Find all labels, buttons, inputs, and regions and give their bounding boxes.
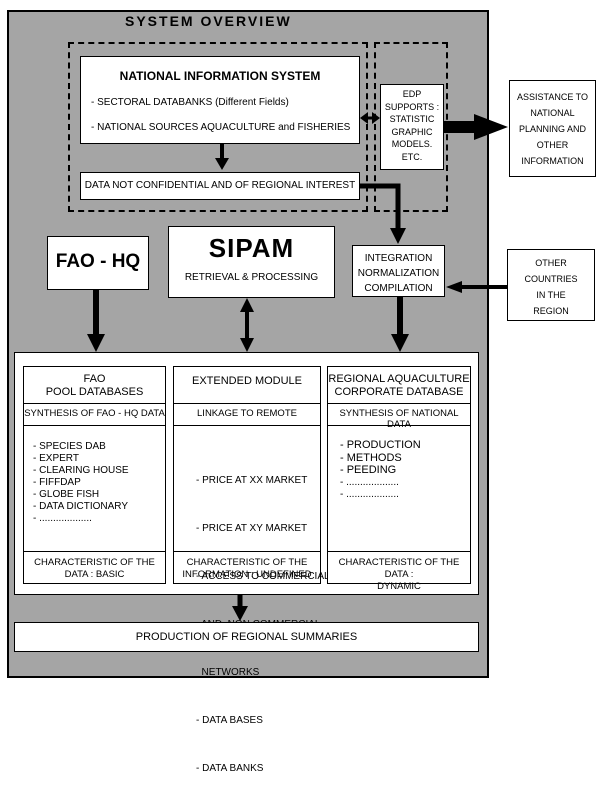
arrow-nis-to-data: [215, 144, 229, 170]
list-item: - PRICE AT XX MARKET: [196, 475, 308, 486]
integration-box: INTEGRATION NORMALIZATION COMPILATION: [352, 245, 445, 297]
other-countries-line: OTHER: [535, 258, 567, 268]
regional-characteristic: DYNAMIC: [377, 581, 421, 592]
integration-line: INTEGRATION: [364, 253, 433, 264]
other-countries-line: IN THE: [536, 290, 566, 300]
list-item: NETWORKS: [196, 667, 260, 678]
extended-module-linkage: LINKAGE TO REMOTE: [197, 408, 297, 419]
list-item: - SPECIES DAB: [33, 441, 106, 452]
fao-pool-characteristic: DATA : BASIC: [64, 569, 125, 580]
national-information-system-box: NATIONAL INFORMATION SYSTEM - SECTORAL D…: [80, 56, 360, 144]
fao-hq-label: FAO - HQ: [55, 251, 141, 272]
fao-hq-box: FAO - HQ: [47, 236, 149, 290]
sipam-subtitle: RETRIEVAL & PROCESSING: [184, 272, 319, 283]
regional-synthesis: SYNTHESIS OF NATIONAL DATA: [339, 408, 459, 430]
assistance-line: INFORMATION: [521, 156, 584, 166]
fao-pool-column: FAO POOL DATABASES SYNTHESIS OF FAO - HQ…: [23, 366, 166, 584]
list-item: - DATA BASES: [196, 715, 263, 726]
fao-pool-characteristic: CHARACTERISTIC OF THE: [34, 557, 155, 568]
arrow-integration-to-regional: [391, 297, 409, 352]
arrow-fao-hq-to-pool: [87, 290, 105, 352]
assistance-line: NATIONAL: [530, 108, 575, 118]
regional-list: - PRODUCTION - METHODS - PEEDING - .....…: [340, 439, 421, 501]
other-countries-box: OTHER COUNTRIES IN THE REGION: [507, 249, 595, 321]
nis-title: NATIONAL INFORMATION SYSTEM: [119, 69, 321, 83]
list-item: - DATA DICTIONARY: [33, 501, 129, 512]
assistance-line: PLANNING AND: [518, 124, 587, 134]
list-item: - EXPERT: [33, 453, 79, 464]
extended-module-title: EXTENDED MODULE: [191, 375, 303, 387]
fao-pool-list: - SPECIES DAB - EXPERT - CLEARING HOUSE …: [33, 441, 129, 525]
edp-supports-box: EDP SUPPORTS : STATISTIC GRAPHIC MODELS.…: [380, 84, 444, 170]
integration-line: COMPILATION: [364, 283, 433, 294]
regional-characteristic: CHARACTERISTIC OF THE DATA :: [338, 557, 460, 580]
regional-summaries-box: PRODUCTION OF REGIONAL SUMMARIES: [14, 622, 479, 652]
edp-line: MODELS.: [391, 139, 433, 149]
edp-line: STATISTIC: [389, 114, 435, 124]
fao-pool-title: FAO: [83, 373, 106, 385]
list-item: - ...................: [340, 488, 399, 500]
fao-pool-synthesis: SYNTHESIS OF FAO - HQ DATA: [24, 408, 165, 419]
regional-title: REGIONAL AQUACULTURE: [328, 373, 470, 385]
list-item: - DATA BANKS: [196, 763, 264, 774]
arrow-other-countries-to-integration: [446, 281, 507, 293]
data-not-confidential-label: DATA NOT CONFIDENTIAL AND OF REGIONAL IN…: [84, 180, 356, 191]
list-item: - PRICE AT XY MARKET: [196, 523, 308, 534]
edp-line: GRAPHIC: [391, 126, 433, 137]
edp-line: EDP: [402, 89, 422, 99]
regional-summaries-label: PRODUCTION OF REGIONAL SUMMARIES: [135, 631, 358, 643]
nis-item-sectoral: - SECTORAL DATABANKS (Different Fields): [91, 97, 289, 108]
list-item: - CLEARING HOUSE: [33, 465, 129, 476]
list-item: - ...................: [340, 476, 399, 488]
edp-line: ETC.: [401, 151, 423, 162]
system-overview-title: SYSTEM OVERVIEW: [125, 13, 292, 29]
sipam-box: SIPAM RETRIEVAL & PROCESSING: [168, 226, 335, 298]
arrow-nis-edp: [360, 112, 380, 124]
sipam-title: SIPAM: [208, 233, 295, 263]
assistance-line: OTHER: [536, 140, 569, 150]
fao-pool-title: POOL DATABASES: [45, 386, 144, 398]
arrows-layer: [87, 112, 508, 621]
extended-module-characteristic: CHARACTERISTIC OF THE: [186, 557, 308, 568]
assistance-line: ASSISTANCE TO: [516, 92, 589, 102]
arrow-edp-to-assistance: [444, 114, 508, 140]
arrow-data-to-integration: [360, 183, 406, 244]
list-item: - METHODS: [340, 451, 402, 464]
list-item: - ...................: [33, 513, 92, 524]
extended-module-characteristic: INFORMATION : UNDEFINED: [182, 569, 312, 580]
list-item: - PEEDING: [340, 464, 397, 476]
list-item: - ACCESS TO COMMERCIAL: [196, 571, 330, 582]
other-countries-line: REGION: [533, 306, 569, 316]
regional-title: CORPORATE DATABASE: [334, 386, 464, 398]
arrow-sipam-extended: [240, 298, 254, 352]
integration-line: NORMALIZATION: [357, 268, 440, 279]
regional-aquaculture-column: REGIONAL AQUACULTURE CORPORATE DATABASE …: [327, 366, 471, 592]
nis-item-national-sources: - NATIONAL SOURCES AQUACULTURE and FISHE…: [91, 122, 351, 133]
national-system-dashed-boundary: [68, 42, 368, 212]
data-not-confidential-box: DATA NOT CONFIDENTIAL AND OF REGIONAL IN…: [80, 172, 360, 200]
list-item: - GLOBE FISH: [33, 489, 100, 500]
other-countries-line: COUNTRIES: [524, 274, 578, 284]
assistance-box: ASSISTANCE TO NATIONAL PLANNING AND OTHE…: [509, 80, 596, 177]
list-item: - FIFFDAP: [33, 477, 81, 488]
edp-line: SUPPORTS :: [384, 101, 440, 112]
list-item: - PRODUCTION: [340, 439, 421, 451]
arrow-databases-to-summaries: [232, 595, 248, 621]
extended-module-column: EXTENDED MODULE LINKAGE TO REMOTE - PRIC…: [173, 366, 330, 774]
